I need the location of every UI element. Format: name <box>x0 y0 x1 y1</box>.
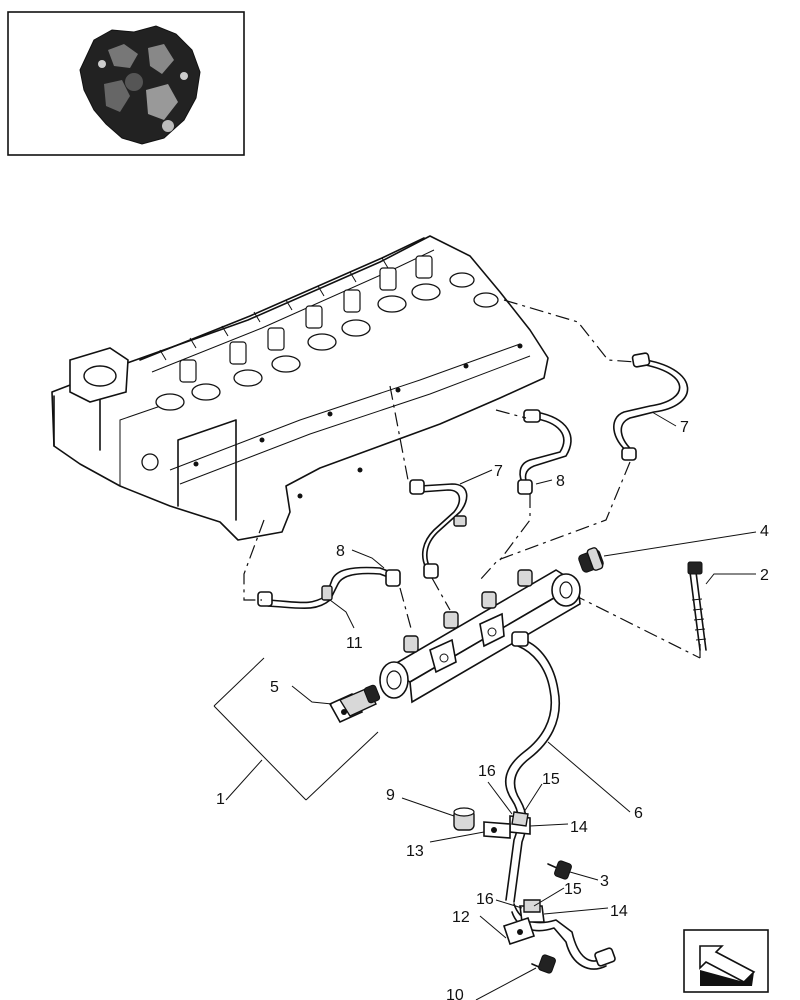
callout-3: 3 <box>600 873 609 890</box>
callout-labels: 1 2 3 4 5 6 7 7 8 8 9 10 11 12 13 14 14 … <box>216 419 769 1000</box>
injection-pipe-upper-right <box>613 352 689 461</box>
injection-pipe-center <box>517 409 572 495</box>
callout-14-upper: 14 <box>570 819 588 836</box>
callout-6: 6 <box>634 805 643 822</box>
callout-14-lower: 14 <box>610 903 628 920</box>
fuel-rail <box>379 569 581 704</box>
arrow-navigation-icon[interactable] <box>683 929 769 993</box>
callout-7-upper: 7 <box>680 419 689 436</box>
assembly-lines <box>243 299 701 659</box>
callout-8-left: 8 <box>336 543 345 560</box>
callout-2: 2 <box>760 567 769 584</box>
callout-12: 12 <box>452 909 470 926</box>
stud-bolt <box>687 561 707 651</box>
callout-11: 11 <box>346 635 363 652</box>
engine-thumbnail-icon[interactable] <box>7 11 245 156</box>
callout-8-right: 8 <box>556 473 565 490</box>
callout-7-middle: 7 <box>494 463 503 480</box>
spacer <box>453 807 475 831</box>
leader-lines <box>225 411 757 1000</box>
callout-9: 9 <box>386 787 395 804</box>
callout-16-lower: 16 <box>476 891 494 908</box>
callout-4: 4 <box>760 523 769 540</box>
cylinder-head <box>51 235 549 541</box>
group-bracket <box>213 657 379 801</box>
callout-15-upper: 15 <box>542 771 560 788</box>
pressure-relief-valve <box>578 547 604 573</box>
injection-pipe-lower-left <box>257 566 401 610</box>
callout-15-lower: 15 <box>564 881 582 898</box>
screw-lower <box>531 954 556 974</box>
pipe-clamp-lower <box>502 899 545 946</box>
callout-1: 1 <box>216 791 225 808</box>
callout-5: 5 <box>270 679 279 696</box>
callout-10: 10 <box>446 987 464 1000</box>
pipe-clamp-upper <box>483 811 531 839</box>
pressure-sensor <box>328 684 381 724</box>
injection-pipe-middle <box>409 479 468 579</box>
callout-13: 13 <box>406 843 424 860</box>
callout-16-upper: 16 <box>478 763 496 780</box>
screw-upper <box>547 860 572 880</box>
